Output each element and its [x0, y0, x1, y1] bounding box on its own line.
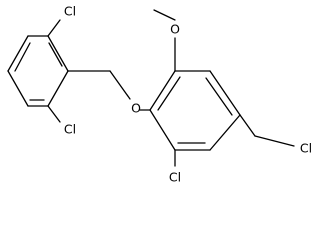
bond-ring-to-ch2cl — [239, 114, 256, 137]
bond-methoxy-oxygen-to-methyl — [153, 9, 176, 21]
bond — [209, 114, 241, 151]
double-bond-inner — [14, 42, 31, 72]
bond-ch2-to-cl — [254, 135, 295, 147]
atom-label-cl: Cl — [169, 170, 181, 185]
bond — [149, 109, 176, 151]
bond — [7, 70, 29, 107]
atom-label-o: O — [131, 101, 141, 116]
bond — [149, 70, 176, 111]
bond-ring-to-cl-bottom — [47, 105, 61, 123]
bond-ch2-to-oxygen — [109, 70, 131, 100]
bond — [7, 35, 29, 72]
dichlorophenyl-ring — [7, 35, 69, 107]
double-bond-inner — [48, 42, 63, 67]
bond — [47, 35, 69, 72]
atom-label-cl: Cl — [64, 122, 76, 137]
bond — [47, 70, 69, 107]
central-benzene-ring — [149, 70, 241, 151]
double-bond-inner — [205, 77, 233, 116]
atom-label-cl: Cl — [64, 4, 76, 19]
atom-label-o: O — [170, 22, 180, 37]
double-bond-inner — [157, 76, 181, 111]
bond-ring-to-cl-top — [47, 19, 61, 37]
atom-label-cl: Cl — [300, 141, 312, 156]
bond — [209, 70, 241, 116]
chemical-structure-diagram: Cl Cl O O Cl Cl — [7, 4, 312, 185]
